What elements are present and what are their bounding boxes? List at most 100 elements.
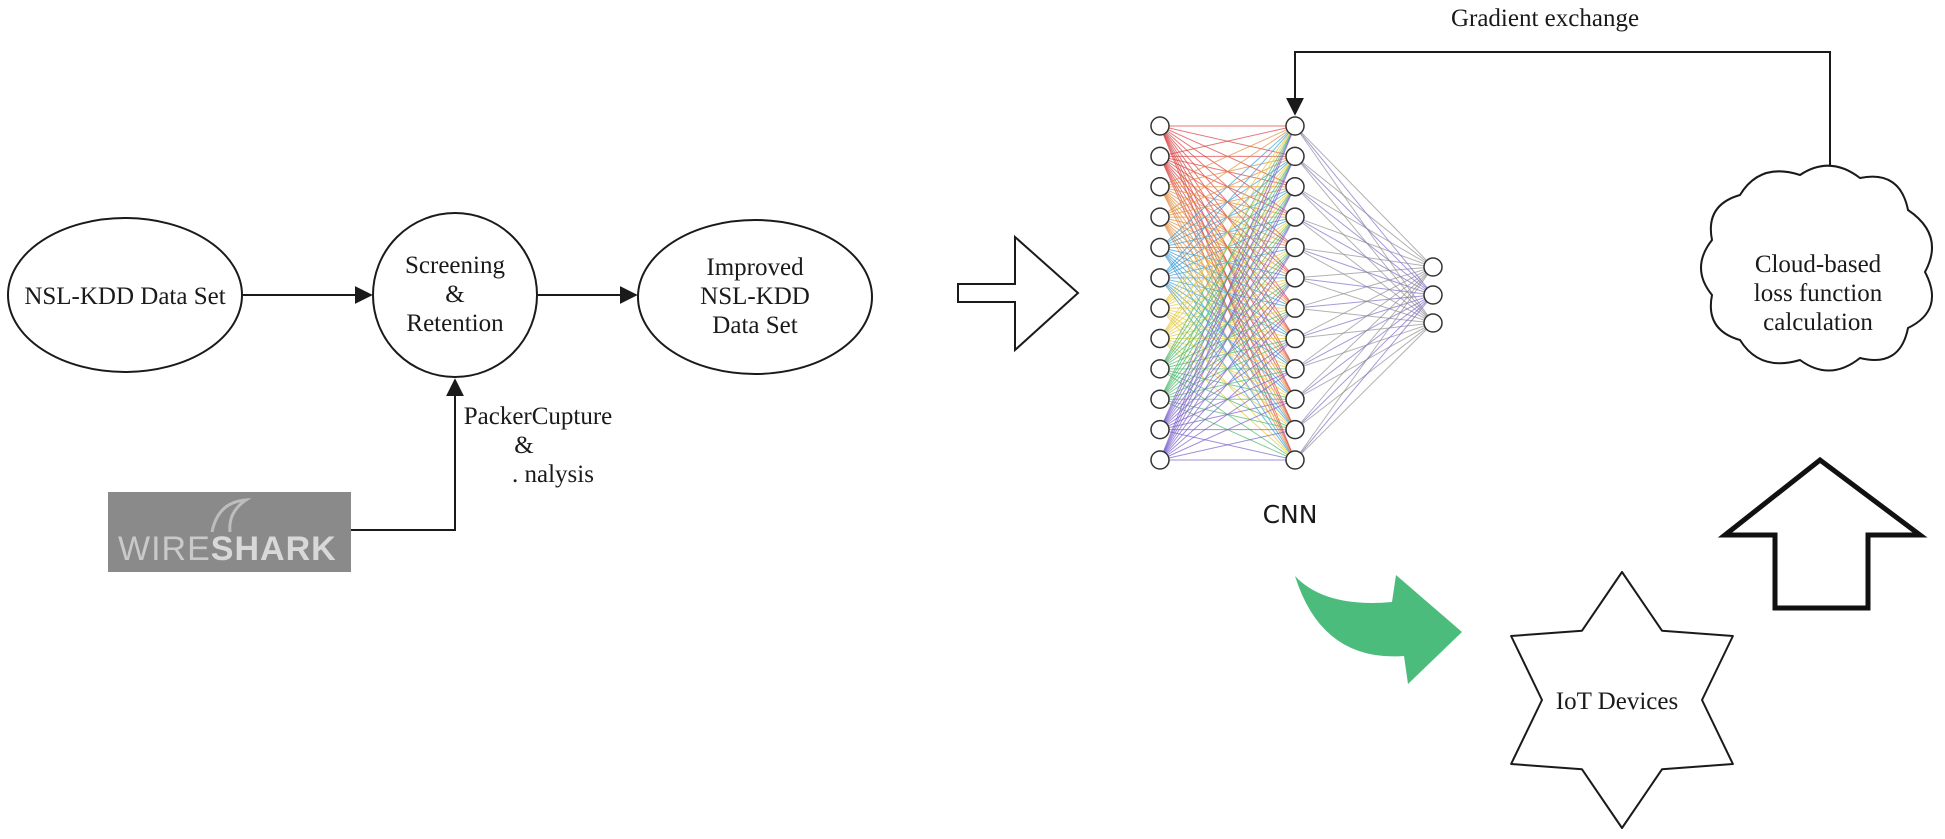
cnn-connection: [1294, 277, 1434, 296]
cnn-connection: [1294, 294, 1434, 461]
cnn-connection: [1294, 216, 1434, 268]
arrow-gradient-exchange: [1286, 51, 1831, 175]
cnn-connection: [1294, 294, 1434, 340]
cnn-connection: [1294, 266, 1434, 370]
cnn-connection: [1159, 125, 1296, 218]
cnn-neuron: [1150, 146, 1170, 167]
cnn-connection: [1159, 398, 1296, 461]
cnn-connection: [1159, 125, 1296, 157]
cnn-connection: [1159, 125, 1296, 461]
node-iot-devices: IoT Devices: [1510, 571, 1734, 829]
cnn-connection: [1294, 246, 1434, 268]
screening-label-line-1: Screening: [405, 252, 505, 279]
cnn-connection: [1294, 266, 1434, 339]
cnn-neuron: [1150, 450, 1170, 470]
cnn-connection: [1159, 125, 1296, 309]
cnn-connection: [1294, 294, 1434, 309]
cnn-connection: [1159, 125, 1296, 188]
cnn-connection: [1159, 277, 1296, 461]
cnn-neuron: [1285, 146, 1305, 167]
cnn-connection: [1294, 186, 1434, 296]
cnn-neuron: [1285, 389, 1305, 410]
cnn-connection: [1294, 294, 1434, 370]
cnn-neuron: [1150, 176, 1170, 197]
screening-label-line-2: &: [445, 281, 464, 308]
iot-star-shape: [1510, 571, 1734, 829]
node-screening-retention: Screening & Retention: [372, 212, 538, 378]
cnn-neuron: [1285, 176, 1305, 197]
nsl-kdd-label: NSL-KDD Data Set: [24, 283, 225, 310]
cnn-connection: [1294, 322, 1434, 461]
cnn-connection: [1294, 156, 1434, 296]
cnn-connection: [1294, 156, 1434, 324]
hollow-up-arrow-icon: [1717, 456, 1928, 611]
cnn-connection: [1294, 307, 1434, 324]
cnn-neuron: [1423, 257, 1443, 277]
cnn-label: CNN: [1263, 500, 1318, 529]
cnn-neuron: [1150, 116, 1170, 136]
cnn-connection: [1294, 125, 1434, 324]
cnn-network: [1150, 116, 1443, 470]
capture-label-line-2: &: [514, 432, 533, 459]
cloud-shape: [1700, 164, 1933, 372]
cnn-connection: [1159, 125, 1296, 370]
green-curved-arrow-icon: [1295, 575, 1462, 684]
cnn-connections: [1159, 125, 1434, 461]
cnn-neuron: [1285, 328, 1305, 349]
cnn-connection: [1159, 125, 1296, 339]
cnn-connection: [1294, 294, 1434, 430]
cnn-connection: [1294, 155, 1434, 268]
gradient-exchange-label: Gradient exchange: [1451, 5, 1639, 32]
cnn-neuron: [1150, 237, 1170, 258]
cloud-label-line-3: calculation: [1763, 309, 1873, 336]
cnn-neuron: [1150, 268, 1170, 288]
cnn-neuron: [1285, 450, 1305, 470]
cnn-connection: [1159, 156, 1296, 461]
wireshark-logo-text: WIRESHARK: [118, 530, 337, 568]
cnn-connection: [1294, 322, 1434, 340]
cnn-connection: [1294, 266, 1434, 309]
screening-label-line-3: Retention: [406, 310, 504, 337]
cnn-neuron: [1150, 298, 1170, 318]
cnn-neuron: [1150, 359, 1170, 379]
cnn-connection: [1294, 322, 1434, 370]
hollow-right-arrow-icon: [957, 234, 1080, 353]
cnn-connection: [1294, 125, 1434, 268]
cloud-label-line-2: loss function: [1754, 280, 1883, 307]
cnn-connection: [1159, 338, 1296, 461]
cnn-connection: [1294, 186, 1434, 324]
improved-label-line-2: NSL-KDD: [700, 283, 810, 310]
cnn-connection: [1294, 266, 1434, 430]
cnn-connection: [1159, 125, 1296, 279]
improved-label-line-3: Data Set: [712, 312, 797, 339]
cnn-neuron: [1285, 298, 1305, 318]
cnn-connection: [1294, 216, 1434, 296]
cnn-connection: [1294, 125, 1434, 296]
cnn-neuron: [1150, 328, 1170, 349]
cnn-connection: [1294, 246, 1434, 296]
cnn-connection: [1294, 186, 1434, 268]
cnn-connection: [1294, 277, 1434, 324]
cnn-connection: [1294, 216, 1434, 324]
cnn-connection: [1159, 125, 1296, 400]
cnn-neuron: [1423, 285, 1443, 305]
cnn-neurons: [1150, 116, 1443, 470]
capture-label-line-3: . nalysis: [512, 461, 594, 488]
cnn-connection: [1159, 307, 1296, 461]
cnn-neuron: [1285, 116, 1305, 136]
cnn-neuron: [1150, 207, 1170, 227]
cnn-neuron: [1285, 359, 1305, 379]
cnn-connection: [1159, 429, 1296, 461]
cnn-connection: [1294, 266, 1434, 461]
cnn-connection: [1159, 186, 1296, 461]
cnn-neuron: [1285, 207, 1305, 227]
wireshark-logo: WIRESHARK: [108, 492, 351, 572]
iot-devices-label: IoT Devices: [1556, 688, 1678, 715]
node-nsl-kdd-data-set: NSL-KDD Data Set: [7, 217, 243, 373]
cnn-connection: [1159, 216, 1296, 461]
cnn-neuron: [1150, 389, 1170, 410]
cnn-neuron: [1423, 313, 1443, 333]
node-cloud-loss-function: Cloud-based loss function calculation: [1700, 164, 1933, 372]
improved-label-line-1: Improved: [706, 254, 804, 281]
